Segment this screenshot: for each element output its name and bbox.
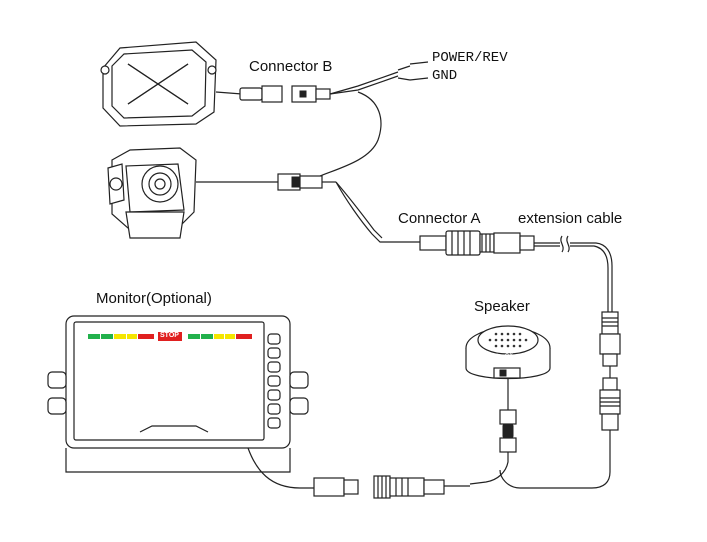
- connector-icon: [419, 230, 535, 256]
- gnd-label: GND: [432, 68, 458, 84]
- speaker-label: Speaker: [474, 298, 530, 315]
- box-cable: [215, 91, 243, 95]
- connector-b-label: Connector B: [249, 58, 333, 75]
- monitor-label: Monitor(Optional): [96, 290, 212, 307]
- connector-icon: [373, 475, 445, 499]
- connector-icon: [499, 409, 517, 425]
- connector-icon: [239, 87, 263, 101]
- connector-a-label: Connector A: [398, 210, 481, 227]
- connector-icon: [313, 477, 345, 497]
- sensor-box-icon: [100, 41, 217, 127]
- extension-cable-label: extension cable: [518, 210, 623, 227]
- monitor-icon: [47, 315, 309, 473]
- connector-icon: [261, 85, 283, 103]
- speaker-switch-label: Hi Lo Off: [489, 354, 513, 360]
- stop-badge: STOP: [160, 332, 179, 339]
- connector-icon: [599, 311, 621, 431]
- speaker-icon: [465, 325, 551, 380]
- power-rev-label: POWER/REV: [432, 50, 508, 66]
- camera-icon: [107, 147, 197, 239]
